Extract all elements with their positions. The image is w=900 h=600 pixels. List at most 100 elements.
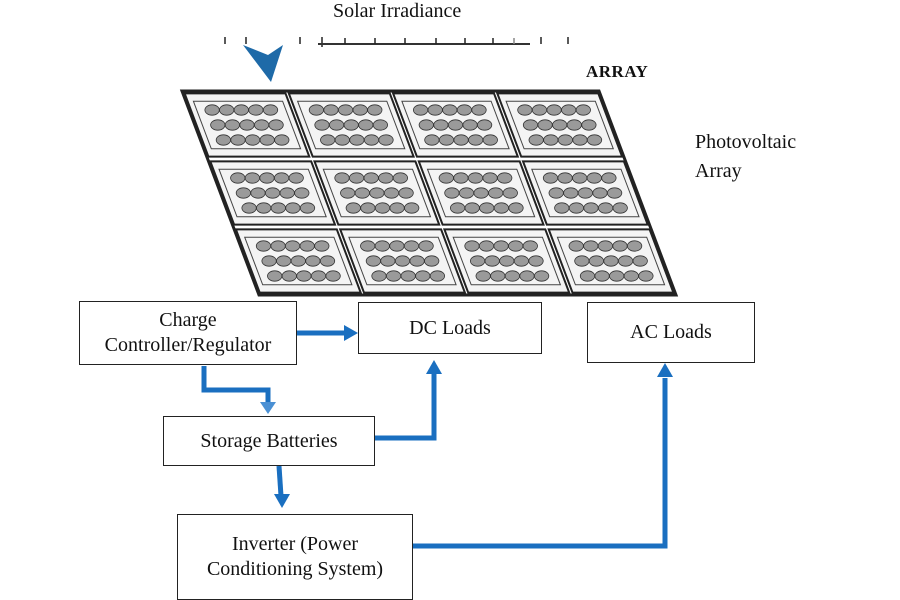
array-label: ARRAY bbox=[586, 62, 649, 81]
pv-cell bbox=[372, 119, 388, 131]
pv-cell bbox=[444, 187, 460, 199]
pv-cell bbox=[456, 104, 472, 116]
pv-cell bbox=[438, 134, 455, 146]
pv-cell bbox=[528, 134, 544, 146]
pv-cell bbox=[531, 104, 548, 116]
pv-cell bbox=[548, 187, 564, 199]
pv-cell bbox=[418, 119, 434, 131]
pv-cell bbox=[334, 172, 350, 184]
pv-cell bbox=[566, 119, 582, 131]
panel-inner-border bbox=[401, 100, 510, 150]
pv-cell bbox=[468, 134, 484, 146]
pv-cell bbox=[310, 270, 327, 282]
pv-cell bbox=[438, 172, 454, 184]
pv-cell bbox=[360, 240, 376, 252]
arrowhead-batteries bbox=[260, 402, 276, 414]
irradiance-label: Solar Irradiance bbox=[333, 0, 462, 22]
charge-controller-block: Charge Controller/Regulator bbox=[79, 301, 297, 365]
pv-cell bbox=[546, 104, 562, 116]
pv-cell bbox=[552, 119, 568, 131]
pv-cell bbox=[597, 202, 614, 214]
pv-cell bbox=[320, 134, 336, 146]
pv-cell bbox=[314, 119, 330, 131]
solar-panel bbox=[521, 160, 650, 226]
pv-cell bbox=[449, 202, 466, 214]
pv-cell bbox=[502, 187, 518, 199]
pv-cell bbox=[583, 202, 599, 214]
pv-cell bbox=[603, 255, 619, 267]
solar-panel bbox=[234, 228, 363, 294]
pv-cell bbox=[592, 187, 608, 199]
pv-cell bbox=[323, 104, 339, 116]
pv-array-label-line1: Photovoltaic bbox=[695, 131, 797, 153]
pv-cell bbox=[398, 187, 414, 199]
inverter-line1: Inverter (Power bbox=[231, 533, 359, 555]
pv-cell bbox=[479, 202, 495, 214]
pv-cell bbox=[325, 270, 341, 282]
pv-cell bbox=[294, 187, 310, 199]
pv-cell bbox=[299, 202, 316, 214]
pv-cell bbox=[412, 104, 429, 116]
panel-inner-border bbox=[556, 236, 666, 286]
pv-cell bbox=[385, 270, 402, 282]
pv-cell bbox=[557, 172, 573, 184]
pv-cell bbox=[409, 255, 425, 267]
storage-batteries-label: Storage Batteries bbox=[200, 429, 338, 452]
pv-cell bbox=[374, 240, 390, 252]
solar-panel bbox=[495, 92, 624, 158]
connection-arrows bbox=[201, 330, 668, 549]
pv-cell bbox=[586, 172, 602, 184]
solar-panel bbox=[183, 92, 311, 158]
pv-cell bbox=[340, 187, 356, 199]
pv-cell bbox=[482, 172, 498, 184]
pv-cell bbox=[583, 240, 599, 252]
pv-cell bbox=[575, 104, 591, 116]
solar-panel bbox=[442, 228, 571, 294]
pv-cell bbox=[609, 270, 625, 282]
pv-cell bbox=[458, 187, 475, 199]
solar-panel bbox=[208, 160, 337, 226]
pv-cell bbox=[427, 104, 443, 116]
irradiance-scale bbox=[224, 37, 569, 47]
pv-cell bbox=[244, 172, 260, 184]
pv-cell bbox=[349, 134, 365, 146]
pv-cell bbox=[568, 240, 584, 252]
inverter-block: Inverter (Power Conditioning System) bbox=[177, 514, 413, 600]
pv-cell bbox=[262, 104, 279, 116]
arrowhead-dc-loads-bottom bbox=[426, 360, 442, 374]
pv-cell bbox=[542, 172, 559, 184]
pv-cell bbox=[482, 134, 498, 146]
pv-cell bbox=[352, 104, 368, 116]
pv-cell bbox=[284, 240, 301, 252]
pv-cell bbox=[594, 270, 610, 282]
pv-cell bbox=[433, 119, 449, 131]
panel-inner-border bbox=[243, 236, 353, 286]
pv-cell bbox=[442, 104, 458, 116]
pv-cell bbox=[371, 270, 387, 282]
solar-panel bbox=[417, 160, 545, 226]
arrowheads bbox=[260, 325, 673, 508]
pv-cell bbox=[572, 172, 588, 184]
pv-cell bbox=[400, 270, 416, 282]
pv-cell bbox=[504, 270, 521, 282]
pv-cell bbox=[343, 119, 359, 131]
pv-cell bbox=[374, 202, 391, 214]
pv-cell bbox=[256, 202, 272, 214]
pv-cell bbox=[586, 134, 603, 146]
pv-cell bbox=[453, 172, 469, 184]
pv-cell bbox=[493, 240, 509, 252]
arrow-batteries-to-inverter bbox=[276, 465, 284, 497]
dc-loads-block: DC Loads bbox=[358, 302, 542, 354]
pv-cell bbox=[638, 270, 654, 282]
pv-cell bbox=[268, 119, 284, 131]
solar-panel bbox=[313, 160, 441, 226]
pv-cell bbox=[424, 255, 440, 267]
pv-cell bbox=[478, 240, 495, 252]
arrowhead-inverter bbox=[274, 494, 290, 508]
pv-cell bbox=[389, 240, 405, 252]
solar-array bbox=[179, 89, 679, 297]
pv-cell bbox=[290, 255, 306, 267]
panel-inner-border bbox=[322, 168, 432, 218]
pv-cell bbox=[563, 187, 579, 199]
pv-cell bbox=[354, 187, 370, 199]
